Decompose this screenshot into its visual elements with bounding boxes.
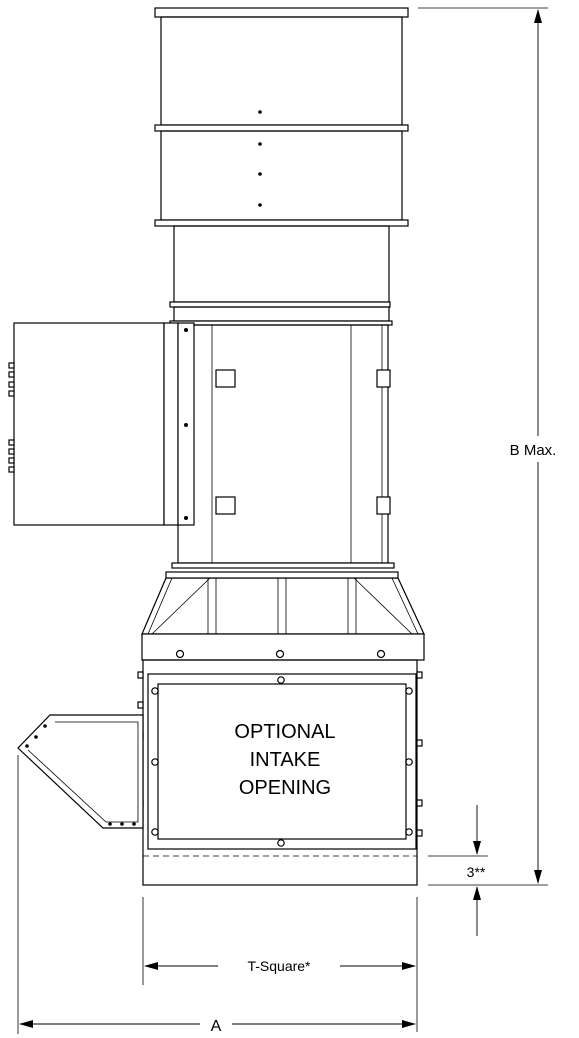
opening-line-2: INTAKE: [250, 749, 321, 771]
dimension-t-square: T-Square*: [142, 897, 418, 1032]
dim-b-label: B Max.: [510, 442, 557, 459]
dim-t-label: T-Square*: [247, 958, 311, 974]
intake-opening-label: OPTIONAL INTAKE OPENING: [234, 721, 335, 799]
motor-column: [171, 324, 395, 569]
opening-line-3: OPENING: [239, 777, 331, 799]
dimension-3: 3**: [428, 805, 488, 936]
dim-3-label: 3**: [467, 864, 486, 880]
discharge-stack: [154, 7, 409, 227]
motor-box: [8, 322, 195, 526]
dimension-b: B Max.: [418, 7, 557, 886]
opening-line-1: OPTIONAL: [234, 721, 335, 743]
support-frame: [141, 571, 425, 635]
dim-a-label: A: [211, 1018, 222, 1035]
dimension-a: A: [17, 755, 416, 1035]
fan-housing: [169, 225, 393, 326]
intake-hood: [17, 714, 144, 829]
